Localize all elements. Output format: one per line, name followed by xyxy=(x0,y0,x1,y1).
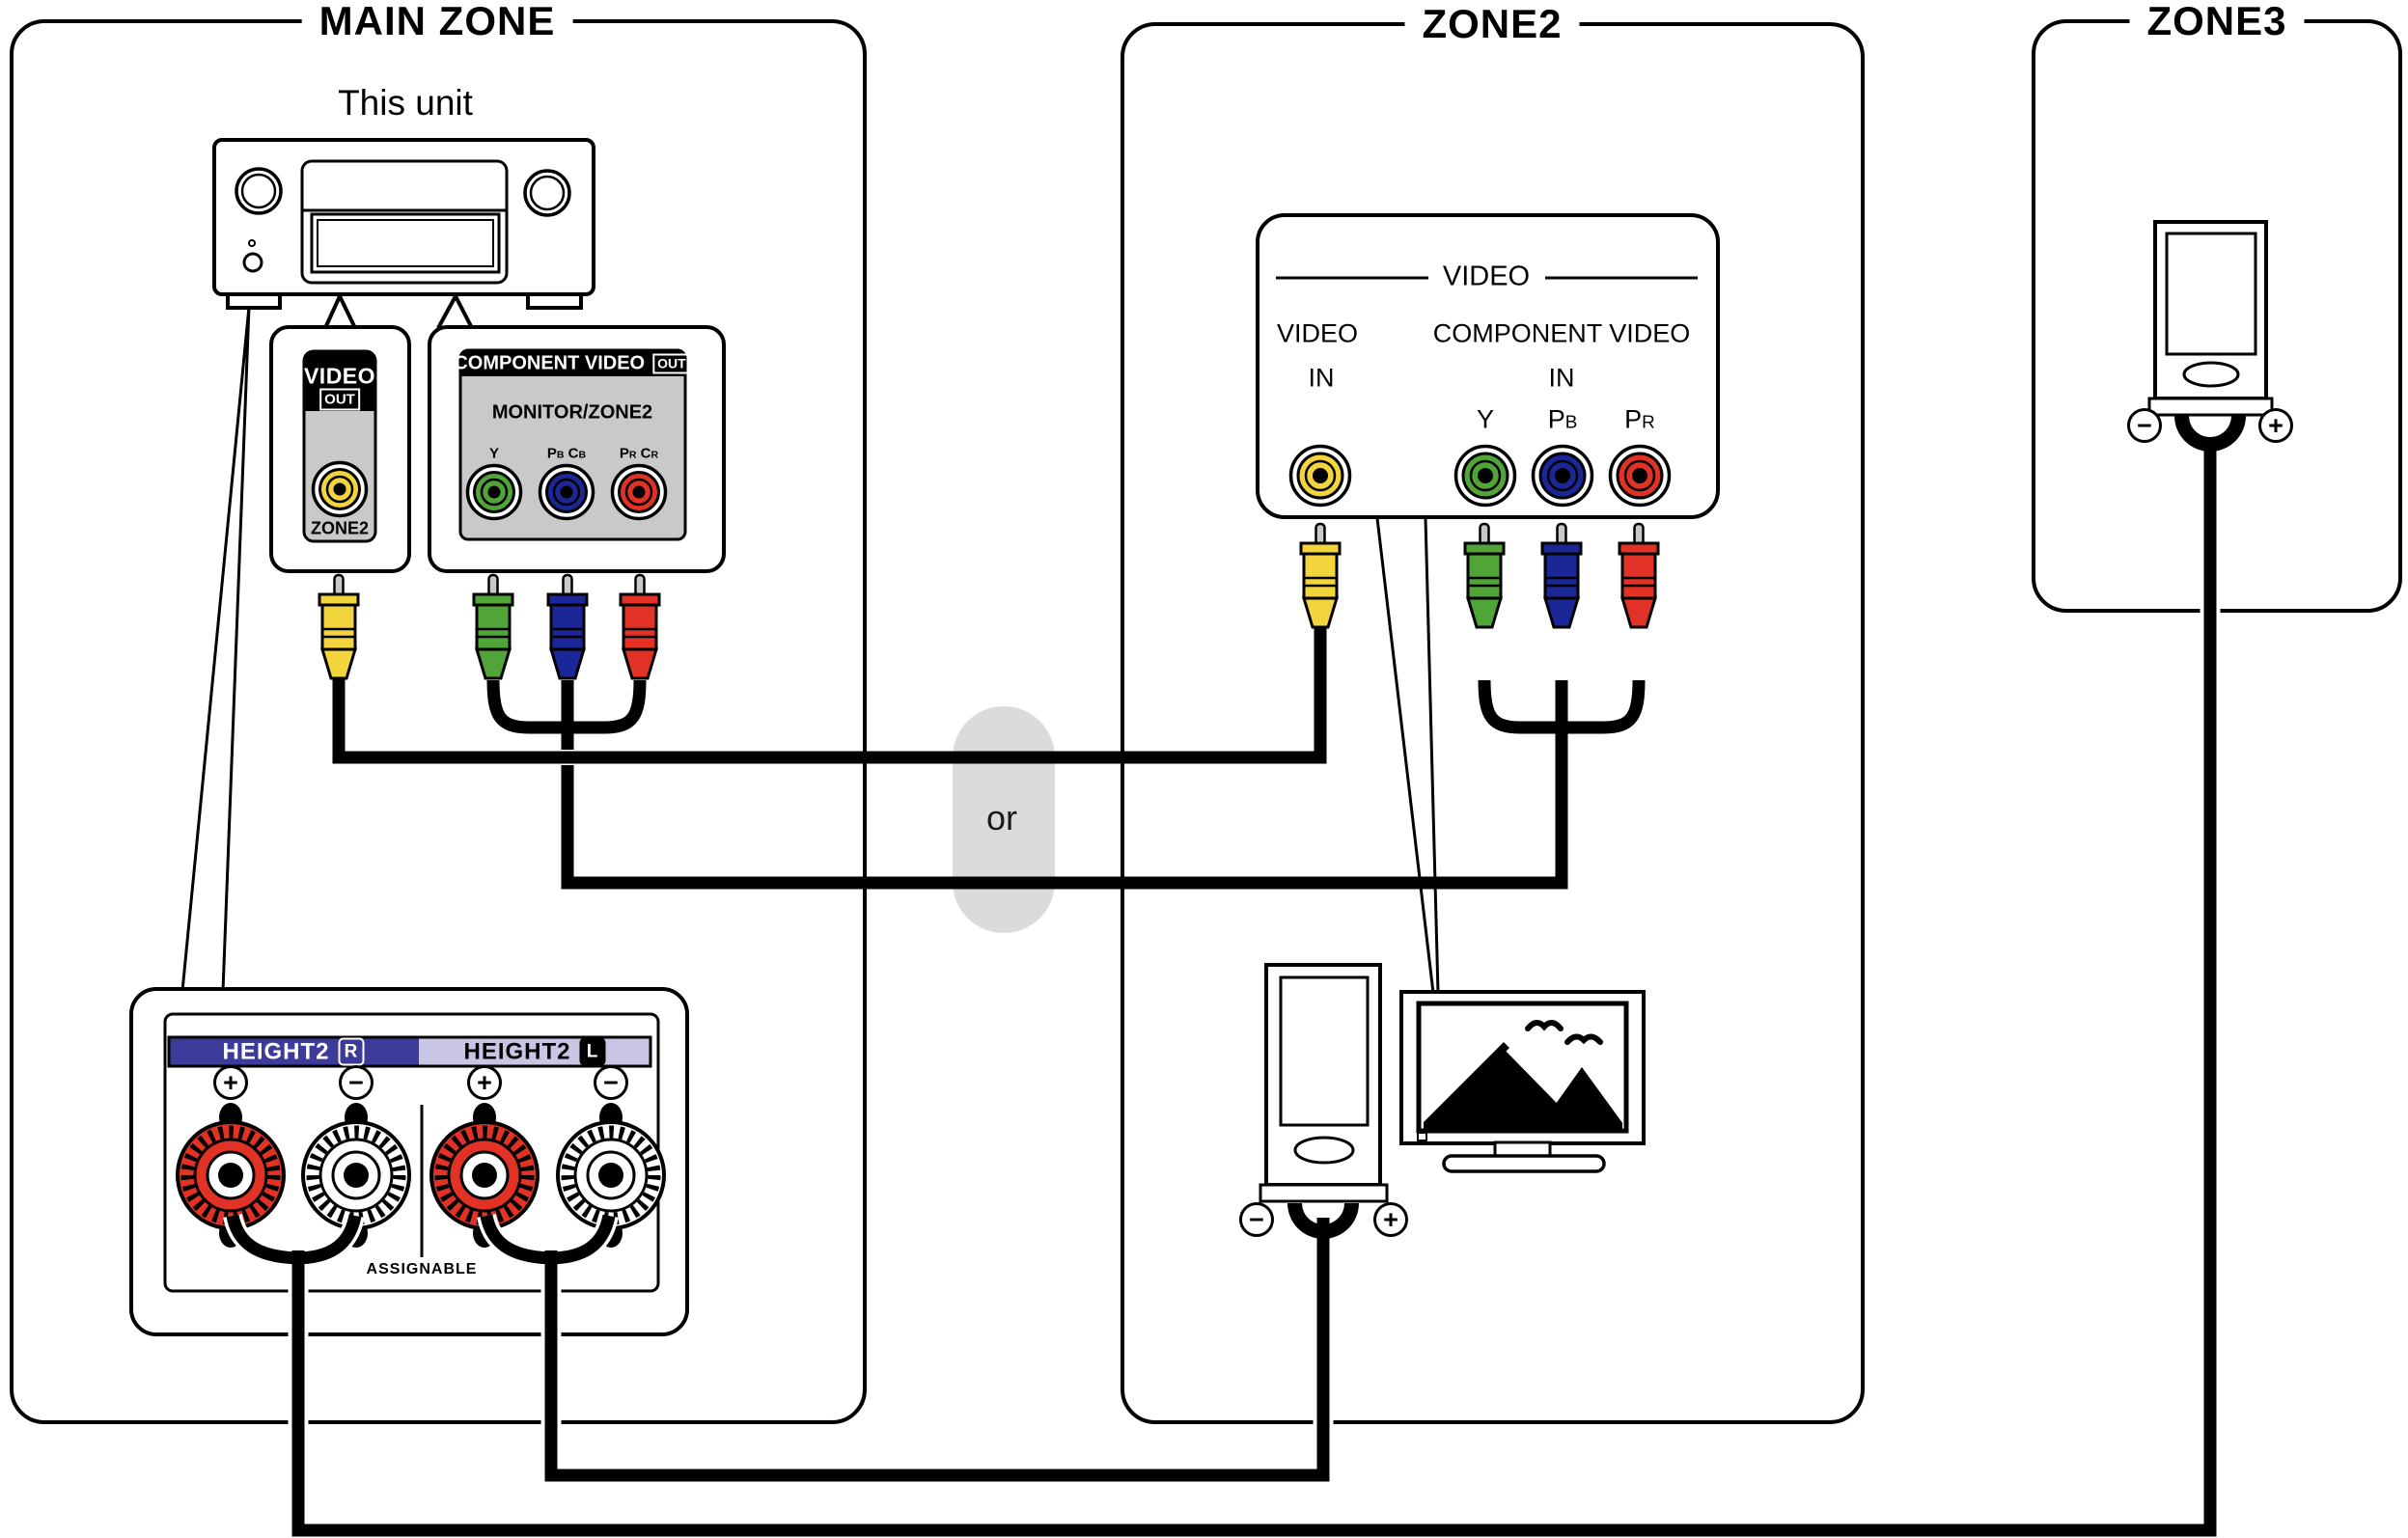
av-receiver-illustration xyxy=(212,138,595,310)
polarity-minus-icon: − xyxy=(594,1065,628,1100)
component-out-jack-pb xyxy=(538,463,595,521)
terminal-post-r-minus xyxy=(303,1122,409,1228)
leader-lines xyxy=(180,295,1440,994)
zone2-speaker-minus-icon: − xyxy=(1239,1202,1274,1237)
height2-r-bar xyxy=(169,1037,419,1066)
height2-r-label: HEIGHT2 R xyxy=(222,1037,365,1066)
plug-blue-in xyxy=(1540,522,1583,629)
jack-label-pr-cr: PR CR xyxy=(619,445,659,462)
terminal-post-l-minus xyxy=(558,1122,664,1228)
component-out-subtitle: MONITOR/ZONE2 xyxy=(491,401,653,424)
zone2-jack-pr xyxy=(1608,444,1672,508)
jack-label-y: Y xyxy=(488,445,500,462)
jack-label-pb-cb: PB CB xyxy=(546,445,587,462)
component-out-jack-y xyxy=(465,463,523,521)
plug-red-out xyxy=(619,573,661,680)
plug-yellow-in xyxy=(1299,522,1342,629)
leader-to-speaker-terminals xyxy=(180,306,251,992)
zone3-speaker-minus-icon: − xyxy=(2127,408,2162,443)
video-out-title: VIDEO xyxy=(303,363,376,389)
plug-red-in xyxy=(1618,522,1660,629)
height2-l-text: HEIGHT2 xyxy=(463,1038,571,1064)
video-rca-cable xyxy=(332,622,1327,764)
polarity-plus-icon: + xyxy=(213,1065,248,1100)
zone2-video-in-label2: IN xyxy=(1308,363,1335,393)
zone2-speaker-plus-icon: + xyxy=(1373,1202,1408,1237)
tv-stand-base xyxy=(1442,1154,1606,1173)
polarity-plus-icon: + xyxy=(467,1065,502,1100)
zone2-jack-label-pb: PB xyxy=(1547,404,1578,434)
zone2-component-in-label: COMPONENT VIDEO xyxy=(1432,318,1691,348)
plug-green-in xyxy=(1463,522,1506,629)
component-out-header: COMPONENT VIDEO OUT xyxy=(454,352,691,375)
zone3-speaker xyxy=(2147,220,2274,452)
assignable-label: ASSIGNABLE xyxy=(366,1261,478,1277)
receiver-power-button xyxy=(242,252,263,273)
video-out-jack-yellow xyxy=(311,460,369,518)
polarity-minus-icon: − xyxy=(339,1065,374,1100)
plug-blue-out xyxy=(546,573,589,680)
leader-to-speaker-terminals xyxy=(221,306,251,992)
zone2-speaker xyxy=(1259,963,1389,1239)
zone2-jack-pb xyxy=(1531,444,1594,508)
terminal-post-l-plus xyxy=(431,1122,538,1228)
component-out-title: COMPONENT VIDEO xyxy=(454,352,646,374)
leader-to-tv xyxy=(1424,517,1440,994)
speaker-wires xyxy=(223,444,2221,1538)
tv-picture-mountains xyxy=(1424,1020,1622,1131)
plug-yellow-out xyxy=(318,573,360,680)
height2-l-bar xyxy=(419,1037,650,1066)
or-label: or xyxy=(985,798,1018,838)
component-video-out-panel xyxy=(428,325,726,573)
video-out-jack-label: ZONE2 xyxy=(310,518,370,538)
zone2-title: ZONE2 xyxy=(1404,1,1580,47)
main-zone-title: MAIN ZONE xyxy=(301,0,573,44)
terminal-wire-loops xyxy=(226,1214,616,1285)
zone2-component-in-label2: IN xyxy=(1548,363,1575,393)
component-out-header-bar xyxy=(460,350,685,376)
zone2-tv xyxy=(1399,990,1646,1173)
zone3-speaker-cable-loop xyxy=(2174,416,2246,452)
this-unit-label: This unit xyxy=(338,83,473,123)
component-out-jack-pr xyxy=(610,463,668,521)
component-out-badge: OUT xyxy=(652,353,691,374)
zone2-jack-y xyxy=(1453,444,1517,508)
bird-icon xyxy=(1525,1020,1564,1031)
terminal-post-r-plus xyxy=(178,1122,284,1228)
callout-tail-component-out xyxy=(436,295,457,329)
channel-l-badge: L xyxy=(579,1037,606,1066)
height2-r-text: HEIGHT2 xyxy=(222,1038,330,1064)
speaker-wire-zone2 xyxy=(544,1218,1330,1482)
video-out-badge: OUT xyxy=(319,388,360,411)
plug-green-out xyxy=(472,573,514,680)
leader-to-tv xyxy=(1375,517,1435,994)
zone2-video-in-panel xyxy=(1256,213,1720,519)
zone2-video-in-label: VIDEO xyxy=(1276,318,1359,348)
zone2-speaker-cable-loop xyxy=(1287,1203,1359,1239)
video-out-header-bar xyxy=(304,351,375,411)
zone2-jack-video-in xyxy=(1288,444,1352,508)
zone3-speaker-plus-icon: + xyxy=(2258,408,2293,443)
video-out-panel xyxy=(269,325,411,573)
zone2-jack-label-pr: PR xyxy=(1624,404,1655,434)
component-video-cable xyxy=(486,679,1646,890)
callout-tail-video-out xyxy=(323,295,342,329)
channel-r-badge: R xyxy=(338,1037,365,1066)
bird-icon xyxy=(1564,1033,1603,1045)
zone2-jack-label-y: Y xyxy=(1476,404,1495,434)
speaker-wire-zone3 xyxy=(291,444,2217,1537)
zone3-title: ZONE3 xyxy=(2129,0,2305,44)
height2-l-label: HEIGHT2 L xyxy=(463,1037,606,1066)
zone2-panel-group-title: VIDEO xyxy=(1442,261,1531,292)
